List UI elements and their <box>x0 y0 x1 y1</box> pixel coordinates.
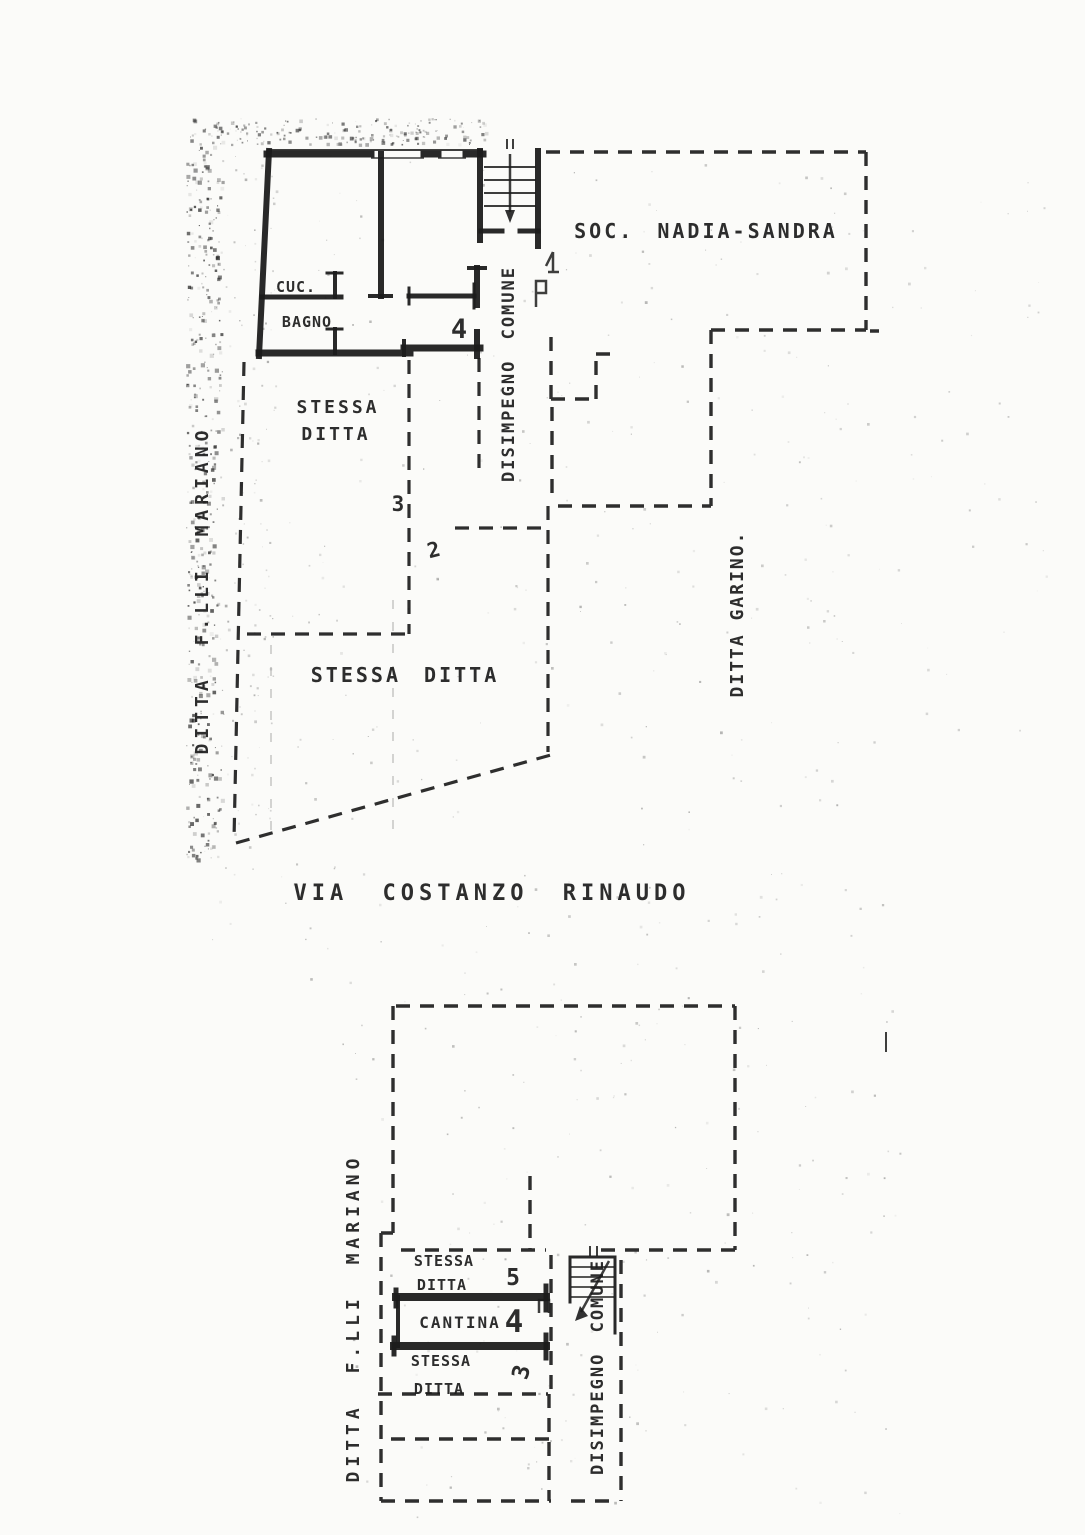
down-arrow-icon <box>505 210 515 223</box>
label-apartment-number: 4 <box>451 314 467 345</box>
entrance-mark-icon <box>544 251 559 274</box>
scan-ghost-lines <box>270 600 394 833</box>
label-stessa-ditta-room-line1: STESSA <box>296 397 379 418</box>
label-soc-nadia-sandra: SOC. NADIA-SANDRA <box>574 219 838 243</box>
upper-boundary-parcels <box>232 358 559 845</box>
stairs-icon <box>478 139 541 249</box>
label-cantina-number: 4 <box>505 1304 524 1340</box>
label-stessa-ditta-area: STESSA DITTA <box>311 663 500 687</box>
label-room5-line1: STESSA <box>414 1252 474 1270</box>
label-room5-line2: DITTA <box>417 1276 467 1294</box>
label-room3-line1: STESSA <box>411 1352 471 1370</box>
label-disimpegno-comune-lower: DISIMPEGNO COMUNE <box>588 1259 608 1475</box>
door-jamb-icon <box>534 279 548 307</box>
lower-boundary-dashed <box>378 1004 737 1503</box>
label-ditta-garino: DITTA GARINO. <box>727 531 748 698</box>
cantina-walls <box>390 1283 551 1361</box>
scan-noise <box>186 118 1048 1519</box>
label-cantina: CANTINA <box>419 1313 500 1332</box>
label-disimpegno-comune-upper: DISIMPEGNO COMUNE <box>499 266 519 482</box>
down-arrow-icon <box>575 1306 588 1321</box>
label-cucina: CUC. <box>276 278 316 296</box>
upper-boundary-nadia-sandra <box>546 150 879 508</box>
upper-apartment-walls <box>255 147 487 360</box>
label-ditta-mariano-lower: DITTA F.LLI MARIANO <box>343 1154 364 1483</box>
label-bagno: BAGNO <box>282 313 332 331</box>
label-room3-line2: DITTA <box>414 1380 464 1398</box>
label-stessa-ditta-room-line2: DITTA <box>301 424 370 445</box>
label-parcel-3: 3 <box>392 492 405 516</box>
door-jamb-icon <box>537 1298 551 1313</box>
label-ditta-mariano-upper: DITTA F.LLI MARIANO <box>192 426 213 755</box>
label-room5-number: 5 <box>506 1265 520 1291</box>
label-room3-number: 3 <box>508 1362 537 1382</box>
upper-plan: CUC. BAGNO 4 STESSA DITTA 3 2 DISIMPEGNO… <box>192 139 879 845</box>
label-parcel-2: 2 <box>425 537 443 563</box>
lower-plan: STESSA DITTA 5 CANTINA 4 STESSA DITTA 3 … <box>343 1004 887 1503</box>
stairs-icon <box>568 1246 617 1335</box>
label-via-costanzo-rinaudo: VIA COSTANZO RINAUDO <box>294 881 691 906</box>
